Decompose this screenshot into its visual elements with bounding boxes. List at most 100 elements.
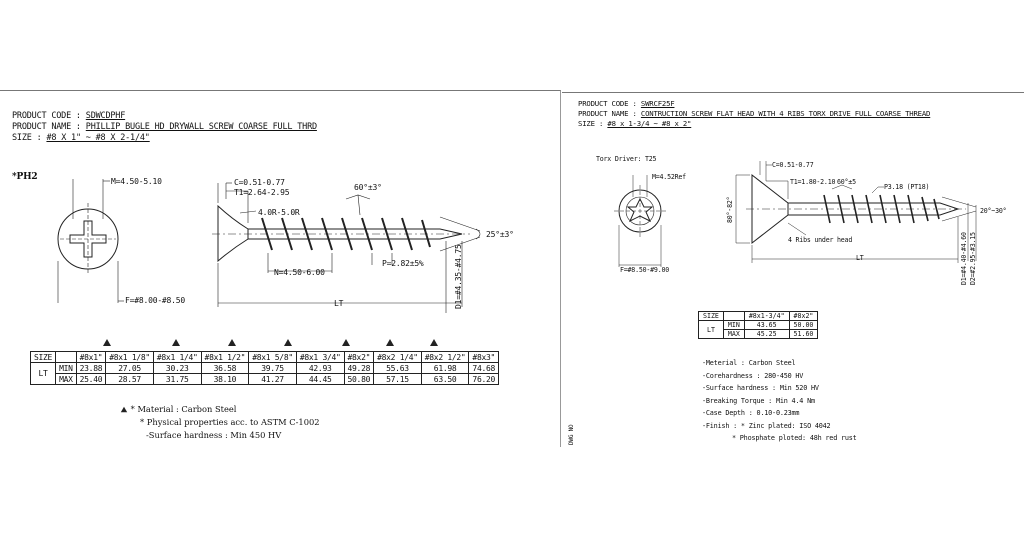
table-cell: 36.58: [200, 362, 250, 374]
table-row: SIZE #8x1-3/4" #8x2": [698, 311, 819, 321]
product-name-value: PHILLIP BUGLE HD DRYWALL SCREW COARSE FU…: [85, 122, 317, 132]
revision-marks-row: [0, 339, 560, 349]
thread-ridges: [823, 194, 940, 224]
dim-pitch: P=2.82±5%: [382, 259, 424, 268]
revision-triangle-icon: [172, 339, 180, 346]
table-row: MAX 25.40 28.57 31.75 38.10 41.27 44.45 …: [31, 373, 500, 385]
table-cell: 23.88: [75, 362, 107, 374]
dim-t1: T1=1.80-2.10: [790, 178, 836, 186]
product-name-row: PRODUCT NAME : CONTRUCTION SCREW FLAT HE…: [578, 109, 930, 119]
note-line: -Breaking Torque : Min 4.4 Nm: [702, 396, 815, 405]
table-cell: 51.60: [788, 329, 819, 339]
product-name-label: PRODUCT NAME :: [12, 122, 81, 132]
dim-n: N=4.50-6.00: [274, 268, 325, 277]
table-row: LT MIN 43.65 50.00: [698, 320, 819, 339]
note-line: -Surface hardness : Min 450 HV: [146, 430, 282, 440]
table-cell: 44.45: [295, 373, 345, 385]
dim-lt: LT: [856, 254, 864, 262]
dim-c: C=0.51-0.77: [772, 161, 814, 169]
table-cell: 25.40: [75, 373, 107, 385]
dim-head-angle: 80°-82°: [726, 196, 734, 223]
dim-t1: T1=2.64-2.95: [234, 188, 290, 197]
product-code-label: PRODUCT CODE :: [578, 99, 637, 108]
table-cell: 61.98: [420, 362, 470, 374]
dim-angle-tip: 20°~30°: [980, 207, 1007, 215]
table-header-max: MAX: [55, 373, 77, 385]
drawing-sheet-right: PRODUCT CODE : SWRCF25F PRODUCT NAME : C…: [562, 92, 1024, 447]
note-line: * Phosphate ploted: 48h red rust: [732, 434, 857, 442]
note-line: -Surface hardness : Min 520 HV: [702, 384, 819, 392]
table-cell: 63.50: [420, 373, 470, 385]
table-cell: #8x2 1/2": [420, 351, 470, 363]
product-code-label: PRODUCT CODE :: [12, 111, 81, 121]
side-mark: DWG NO: [568, 424, 575, 445]
dim-pitch: P3.18 (PT18): [884, 183, 930, 191]
size-value: #8 X 1" ~ #8 X 2-1/4": [46, 133, 150, 143]
note-line: -Case Depth : 0.10-0.23mm: [702, 409, 800, 417]
table-cell: 55.63: [373, 362, 422, 374]
revision-triangle-icon: [342, 339, 350, 346]
phillips-recess: [69, 220, 107, 258]
product-name-label: PRODUCT NAME :: [578, 109, 637, 118]
note-line: -Meterial : Carbon Steel: [702, 359, 796, 367]
table-cell: 49.28: [343, 362, 375, 374]
lt-size-table: SIZE #8x1" #8x1 1/8" #8x1 1/4" #8x1 1/2"…: [29, 351, 500, 385]
table-header-min: MIN: [722, 320, 745, 330]
table-row: MAX 45.25 51.60: [699, 329, 819, 339]
table-cell: 42.93: [295, 362, 345, 374]
table-row: LT MIN 23.88 27.05 30.23 36.58 39.75 42.…: [29, 362, 500, 385]
drawing-sheet-left: PRODUCT CODE : SDWCDPHF PRODUCT NAME : P…: [0, 90, 561, 447]
table-cell: #8x1 1/8": [105, 351, 154, 363]
dim-m: M=4.50-5.10: [111, 177, 162, 186]
dim-ribs: 4 Ribs under head: [788, 236, 853, 244]
table-cell: 45.25: [743, 329, 790, 339]
table-cell: 50.00: [788, 320, 819, 330]
product-code-value: SDWCDPHF: [85, 111, 126, 121]
table-header-lt: LT: [29, 362, 57, 385]
revision-triangle-icon: [430, 339, 438, 346]
table-cell: #8x1-3/4": [743, 311, 790, 321]
table-cell: #8x2 1/4": [373, 351, 422, 363]
material-notes: -Meterial : Carbon Steel -Corehardness :…: [702, 357, 857, 445]
table-header-lt: LT: [698, 320, 724, 339]
table-cell: #8x1 1/4": [152, 351, 202, 363]
screw-drawing-right: [614, 161, 977, 267]
bugle-head-profile: [217, 204, 249, 263]
revision-triangle-icon: [228, 339, 236, 346]
revision-triangle-icon: [120, 406, 128, 413]
dim-radius: 4.0R-5.0R: [258, 208, 300, 217]
dim-f: F=#8.50-#9.00: [620, 266, 670, 274]
dim-f: F=#8.00-#8.50: [125, 296, 186, 305]
product-name-value: CONTRUCTION SCREW FLAT HEAD WITH 4 RIBS …: [640, 109, 931, 118]
table-cell: #8x1 5/8": [248, 351, 297, 363]
drive-type-label: *PH2: [12, 172, 38, 182]
table-cell: 31.75: [152, 373, 202, 385]
product-name-row: PRODUCT NAME : PHILLIP BUGLE HD DRYWALL …: [12, 122, 317, 133]
size-label: SIZE :: [12, 133, 42, 143]
table-cell: #8x2": [343, 351, 375, 363]
size-row: SIZE : #8 X 1" ~ #8 X 2-1/4": [12, 133, 150, 144]
product-code-row: PRODUCT CODE : SWRCF25F: [578, 99, 675, 109]
revision-triangle-icon: [284, 339, 292, 346]
table-cell: 57.15: [373, 373, 422, 385]
note-line: * Material : Carbon Steel: [120, 403, 320, 416]
table-header-min: MIN: [55, 362, 77, 374]
note-line: * Physical properties acc. to ASTM C-100…: [140, 417, 320, 427]
table-cell: 74.68: [468, 362, 500, 374]
table-cell: #8x1": [75, 351, 107, 363]
note-text: Physical properties acc. to ASTM C-1002: [146, 417, 320, 427]
material-notes: * Material : Carbon Steel * Physical pro…: [120, 403, 320, 442]
table-cell: 39.75: [248, 362, 297, 374]
dim-d1: D1=#4.40-#4.60: [960, 232, 968, 285]
table-cell: 50.80: [343, 373, 375, 385]
table-cell: 43.65: [743, 320, 790, 330]
table-cell: 30.23: [152, 362, 202, 374]
size-row: SIZE : #8 x 1-3/4 ~ #8 x 2": [578, 119, 691, 129]
table-cell: #8x1 1/2": [200, 351, 250, 363]
dim-angle-head: 60°±3°: [354, 183, 382, 192]
dim-c: C=0.51-0.77: [234, 178, 285, 187]
dim-m: M=4.52Ref: [652, 173, 686, 181]
size-value: #8 x 1-3/4 ~ #8 x 2": [607, 119, 692, 128]
table-cell: #8x1 3/4": [295, 351, 345, 363]
product-code-value: SWRCF25F: [640, 99, 675, 108]
